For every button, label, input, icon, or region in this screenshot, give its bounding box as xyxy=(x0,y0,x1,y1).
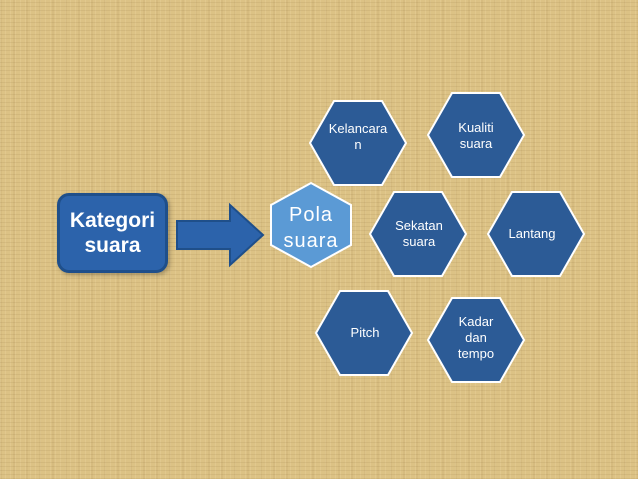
hex-kelancaran xyxy=(308,100,408,186)
category-box: Kategori suara xyxy=(57,193,168,273)
hex-label-kualiti-suara: Kualiti suara xyxy=(458,120,494,151)
hex-kualiti-suara xyxy=(426,92,526,178)
right-arrow xyxy=(176,202,265,268)
hex-label-lantang: Lantang xyxy=(508,226,556,242)
hex-label-kadar-dan-tempo: Kadar dan tempo xyxy=(457,314,495,361)
hex-pitch xyxy=(314,290,414,376)
hex-pola-suara xyxy=(270,181,352,269)
hex-label-sekatan-suara: Sekatan suara xyxy=(395,218,443,249)
hex-sekatan-suara xyxy=(368,191,468,277)
hex-lantang xyxy=(486,191,586,277)
category-label: Kategori suara xyxy=(69,208,156,257)
hex-label-kelancaran: Kelancara n xyxy=(328,121,388,152)
hex-label-pitch: Pitch xyxy=(350,325,380,341)
center-label: Pola suara xyxy=(283,204,339,252)
hex-kadar-dan-tempo xyxy=(426,297,526,383)
